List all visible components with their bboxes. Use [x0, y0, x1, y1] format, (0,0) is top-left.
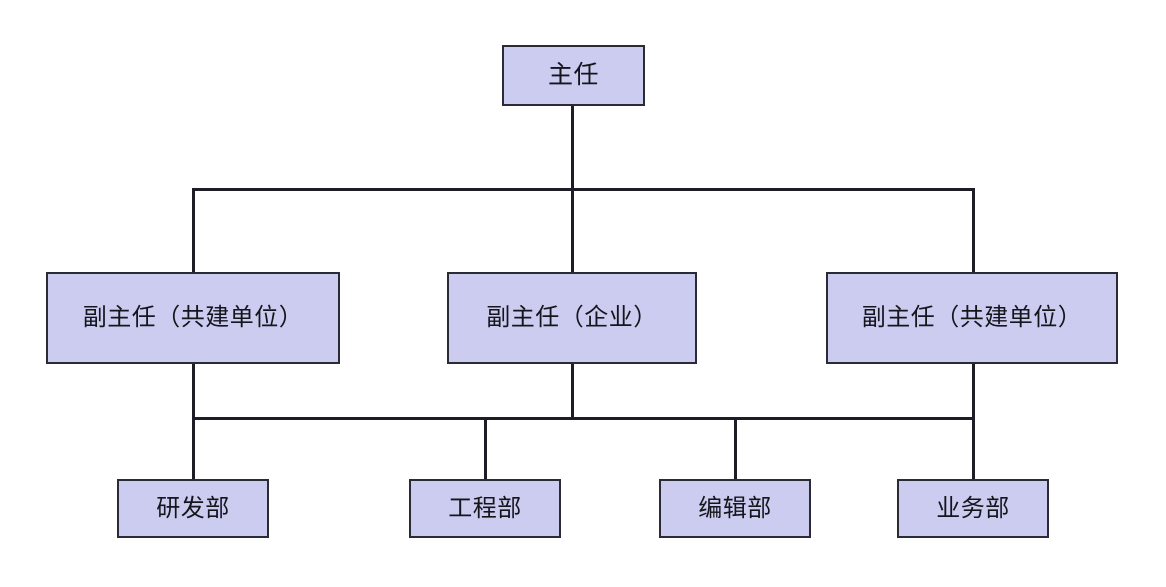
node-department-editorial-label: 编辑部 — [698, 494, 772, 522]
connector-drop-deputy-left — [192, 188, 195, 274]
node-department-rd[interactable]: 研发部 — [117, 479, 269, 538]
node-deputy-director-enterprise-label: 副主任（企业） — [486, 304, 658, 331]
node-department-business-label: 业务部 — [936, 494, 1010, 522]
connector-level1-bus — [192, 188, 975, 191]
connector-drop-dept-biz — [972, 417, 975, 480]
connector-deputy-left-stem — [192, 363, 195, 420]
connector-director-stem — [571, 105, 574, 191]
connector-drop-dept-rd — [192, 417, 195, 480]
node-deputy-director-partner-right[interactable]: 副主任（共建单位） — [826, 272, 1118, 364]
connector-drop-deputy-right — [972, 188, 975, 274]
connector-drop-dept-eng — [484, 417, 487, 480]
connector-level2-bus — [192, 417, 975, 420]
connector-drop-dept-edit — [734, 417, 737, 480]
connector-deputy-mid-stem — [571, 363, 574, 420]
connector-drop-deputy-mid — [571, 188, 574, 274]
node-deputy-director-partner-right-label: 副主任（共建单位） — [861, 304, 1083, 331]
node-deputy-director-enterprise[interactable]: 副主任（企业） — [447, 272, 697, 364]
node-department-engineering-label: 工程部 — [448, 494, 522, 522]
node-department-business[interactable]: 业务部 — [897, 479, 1049, 538]
node-deputy-director-partner-left[interactable]: 副主任（共建单位） — [46, 272, 340, 364]
node-department-engineering[interactable]: 工程部 — [409, 479, 561, 538]
connector-deputy-right-stem — [972, 363, 975, 420]
node-director[interactable]: 主任 — [502, 45, 645, 106]
node-department-rd-label: 研发部 — [156, 494, 230, 522]
node-director-label: 主任 — [547, 61, 599, 89]
node-deputy-director-partner-left-label: 副主任（共建单位） — [82, 304, 304, 331]
node-department-editorial[interactable]: 编辑部 — [659, 479, 811, 538]
